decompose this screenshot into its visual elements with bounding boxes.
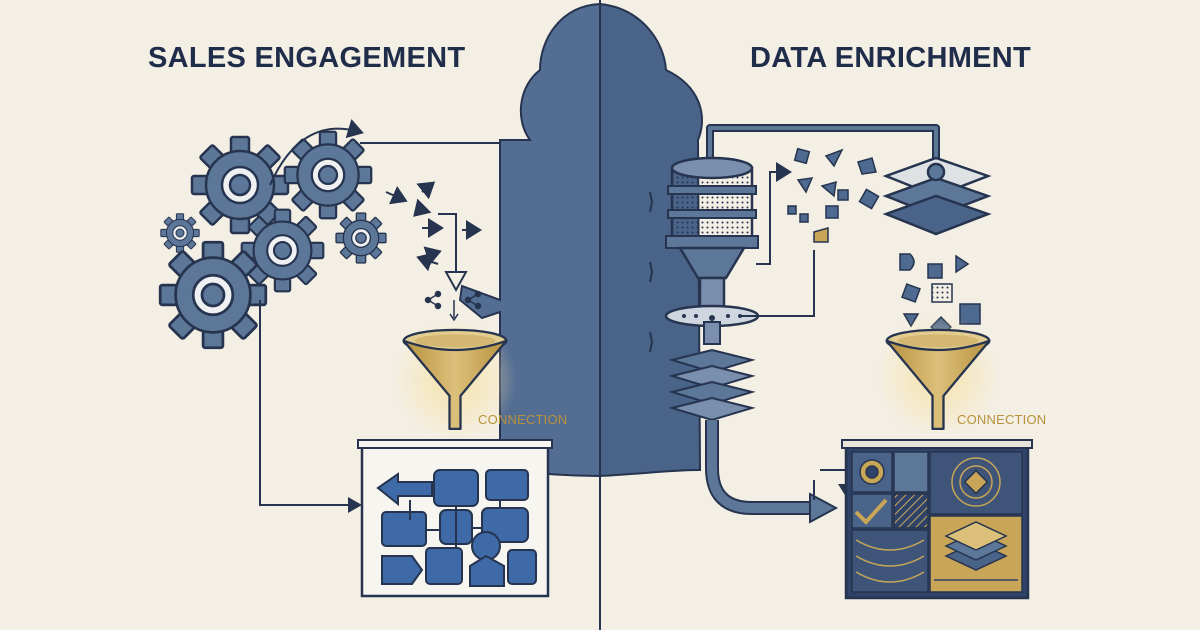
head-marks bbox=[649, 191, 654, 353]
sales-engagement-title: SALES ENGAGEMENT bbox=[148, 42, 466, 74]
data-enrichment-title: DATA ENRICHMENT bbox=[750, 42, 1032, 74]
filter-cylinder bbox=[664, 156, 760, 345]
left-connection-label: CONNECTION bbox=[478, 412, 568, 427]
data-fragments bbox=[787, 147, 880, 243]
right-connection-label: CONNECTION bbox=[957, 412, 1047, 427]
workflow-box bbox=[357, 439, 553, 598]
enriched-box bbox=[841, 439, 1033, 600]
curved-arrow bbox=[269, 118, 364, 186]
direction-arrows bbox=[385, 181, 482, 272]
gear-cluster bbox=[158, 130, 387, 350]
layer-stack-lower bbox=[668, 348, 756, 422]
layer-stack-upper bbox=[882, 156, 992, 236]
share-icons bbox=[424, 290, 482, 322]
